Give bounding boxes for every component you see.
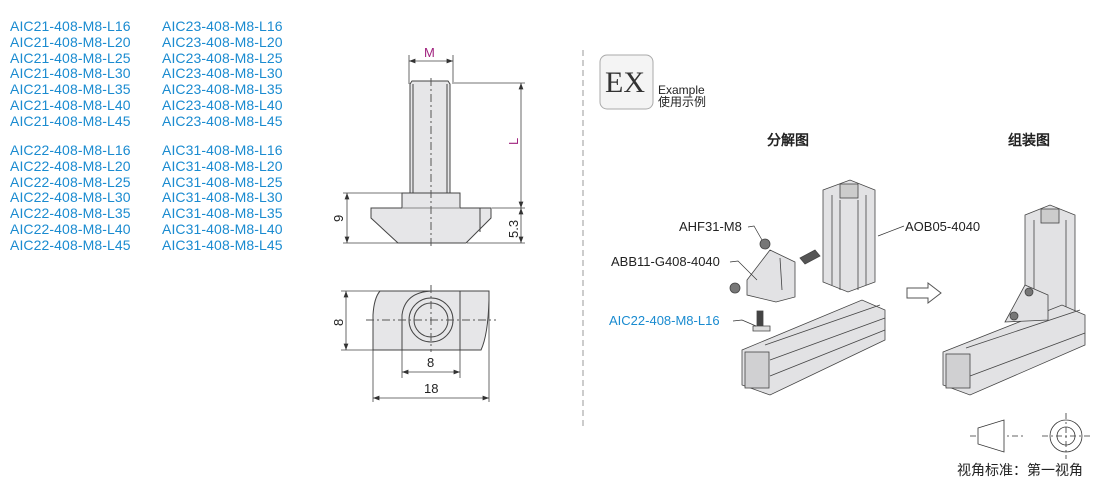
part-number: AIC31-408-M8-L45 <box>162 236 283 253</box>
part-number: AIC22-408-M8-L35 <box>10 205 131 222</box>
bracket-exploded <box>729 238 821 303</box>
part-number: AIC23-408-M8-L45 <box>162 112 283 129</box>
dim-m-label: M <box>424 45 435 60</box>
part-number: AIC22-408-M8-L25 <box>10 173 131 190</box>
part-number: AIC22-408-M8-L30 <box>10 189 131 206</box>
part-number: AIC21-408-M8-L16 <box>10 18 131 34</box>
callout-bolt: AIC22-408-M8-L16 <box>609 313 720 328</box>
example-label-en: Example <box>658 83 705 97</box>
assembly-arrow-icon <box>906 281 942 305</box>
vertical-profile-exploded <box>822 179 876 293</box>
example-badge-icon <box>599 54 654 110</box>
part-number: AIC31-408-M8-L30 <box>162 189 283 206</box>
part-number: AIC31-408-M8-L16 <box>162 142 283 158</box>
callout-profile: AOB05-4040 <box>905 219 981 234</box>
part-number: AIC22-408-M8-L16 <box>10 142 131 158</box>
part-number: AIC31-408-M8-L20 <box>162 157 283 174</box>
part-number: AIC22-408-M8-L20 <box>10 157 131 174</box>
part-number: AIC21-408-M8-L20 <box>10 33 131 50</box>
t-bolt-exploded <box>752 310 771 332</box>
dim-9-label: 9 <box>331 215 346 222</box>
projection-standard-label: 视角标准：第一视角 <box>957 462 1083 478</box>
part-number: AIC23-408-M8-L30 <box>162 65 283 82</box>
part-number: AIC21-408-M8-L40 <box>10 96 131 113</box>
part-number: AIC23-408-M8-L40 <box>162 96 283 113</box>
dim-l-label: L <box>506 138 521 145</box>
dim-5-3-label: 5.3 <box>506 220 521 238</box>
part-number: AIC21-408-M8-L25 <box>10 49 131 66</box>
dim-8-height-label: 8 <box>331 319 346 326</box>
example-label: Example 使用示例 <box>658 84 706 108</box>
dim-18-label: 18 <box>424 381 438 396</box>
example-badge-text: EX <box>605 66 645 99</box>
part-number: AIC22-408-M8-L40 <box>10 220 131 237</box>
part-number: AIC22-408-M8-L45 <box>10 236 131 253</box>
part-number: AIC23-408-M8-L16 <box>162 18 283 34</box>
part-number: AIC23-408-M8-L25 <box>162 49 283 66</box>
part-number: AIC23-408-M8-L20 <box>162 33 283 50</box>
assembled-view <box>942 204 1086 396</box>
assembled-view-title: 组装图 <box>1008 132 1050 148</box>
part-number: AIC21-408-M8-L35 <box>10 81 131 98</box>
exploded-view-title: 分解图 <box>767 132 809 148</box>
part-number-list-aic21: AIC21-408-M8-L16 AIC21-408-M8-L20 AIC21-… <box>10 18 131 130</box>
part-number: AIC21-408-M8-L30 <box>10 65 131 82</box>
first-angle-projection-icon <box>970 413 1090 459</box>
horizontal-profile-exploded <box>741 299 886 396</box>
callout-bracket: ABB11-G408-4040 <box>611 254 720 269</box>
example-label-cn: 使用示例 <box>658 95 707 109</box>
callout-nut: AHF31-M8 <box>679 219 742 234</box>
part-number: AIC31-408-M8-L40 <box>162 220 283 237</box>
dim-8-width-label: 8 <box>427 355 434 370</box>
part-number: AIC21-408-M8-L45 <box>10 112 131 129</box>
part-number: AIC31-408-M8-L25 <box>162 173 283 190</box>
part-number: AIC23-408-M8-L35 <box>162 81 283 98</box>
part-number-list-aic31: AIC31-408-M8-L16 AIC31-408-M8-L20 AIC31-… <box>162 142 283 254</box>
part-number: AIC31-408-M8-L35 <box>162 205 283 222</box>
part-number-list-aic23: AIC23-408-M8-L16 AIC23-408-M8-L20 AIC23-… <box>162 18 283 130</box>
part-number-list-aic22: AIC22-408-M8-L16 AIC22-408-M8-L20 AIC22-… <box>10 142 131 254</box>
